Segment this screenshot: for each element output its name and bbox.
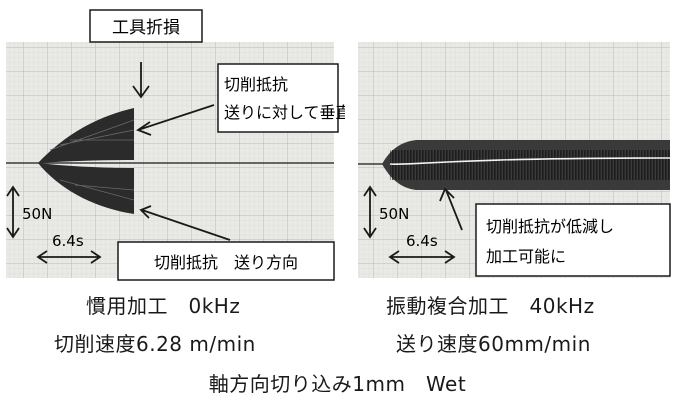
right-signal-texture <box>390 150 670 180</box>
right-graph-panel: 切削抵抗が低減し 加工可能に 50N 6.4s <box>358 42 671 278</box>
callout-resistance-line2: 送りに対して垂直 <box>224 103 345 122</box>
right-time-scale-arrow <box>388 250 456 264</box>
right-force-scale-arrow <box>363 185 377 239</box>
left-force-scale-label: 50N <box>22 205 52 223</box>
arrow-breakage <box>132 62 150 99</box>
callout-feed-direction: 切削抵抗 送り方向 <box>154 253 298 272</box>
right-time-scale-label: 6.4s <box>406 232 438 250</box>
arrow-resistance <box>136 104 215 136</box>
callout-resistance-line1: 切削抵抗 <box>224 75 288 94</box>
caption-axial-depth: 軸方向切り込み1mm Wet <box>208 372 467 396</box>
left-signal-texture <box>49 119 135 201</box>
caption-feed-speed: 送り速度60mm/min <box>396 332 591 356</box>
callout-tool-breakage: 工具折損 <box>112 18 180 38</box>
caption-vibration-title: 振動複合加工 40kHz <box>386 294 595 318</box>
caption-cutting-speed: 切削速度6.28 m/min <box>54 332 256 356</box>
callout-resistance-box <box>217 63 339 133</box>
right-force-scale-label: 50N <box>379 205 409 223</box>
arrow-feed-direction <box>139 205 231 241</box>
left-time-scale-arrow <box>36 250 102 264</box>
callout-reduced-line2: 加工可能に <box>486 247 566 266</box>
callout-tool-breakage-box <box>89 9 203 43</box>
callout-feed-direction-box <box>117 241 335 281</box>
left-graph-panel: 工具折損 切削抵抗 送りに対して垂直 切削抵抗 送り方向 50N 6.4s <box>6 9 345 281</box>
caption-conventional-title: 慣用加工 0kHz <box>86 294 241 318</box>
arrow-reduced <box>439 187 463 231</box>
left-time-scale-label: 6.4s <box>52 232 84 250</box>
left-signal-upper <box>38 108 134 163</box>
callout-reduced-resistance-box <box>475 203 671 277</box>
right-signal-trace <box>389 157 671 166</box>
left-force-scale-arrow <box>6 185 20 239</box>
callout-reduced-line1: 切削抵抗が低減し <box>486 217 614 236</box>
left-signal-lower <box>38 163 134 214</box>
